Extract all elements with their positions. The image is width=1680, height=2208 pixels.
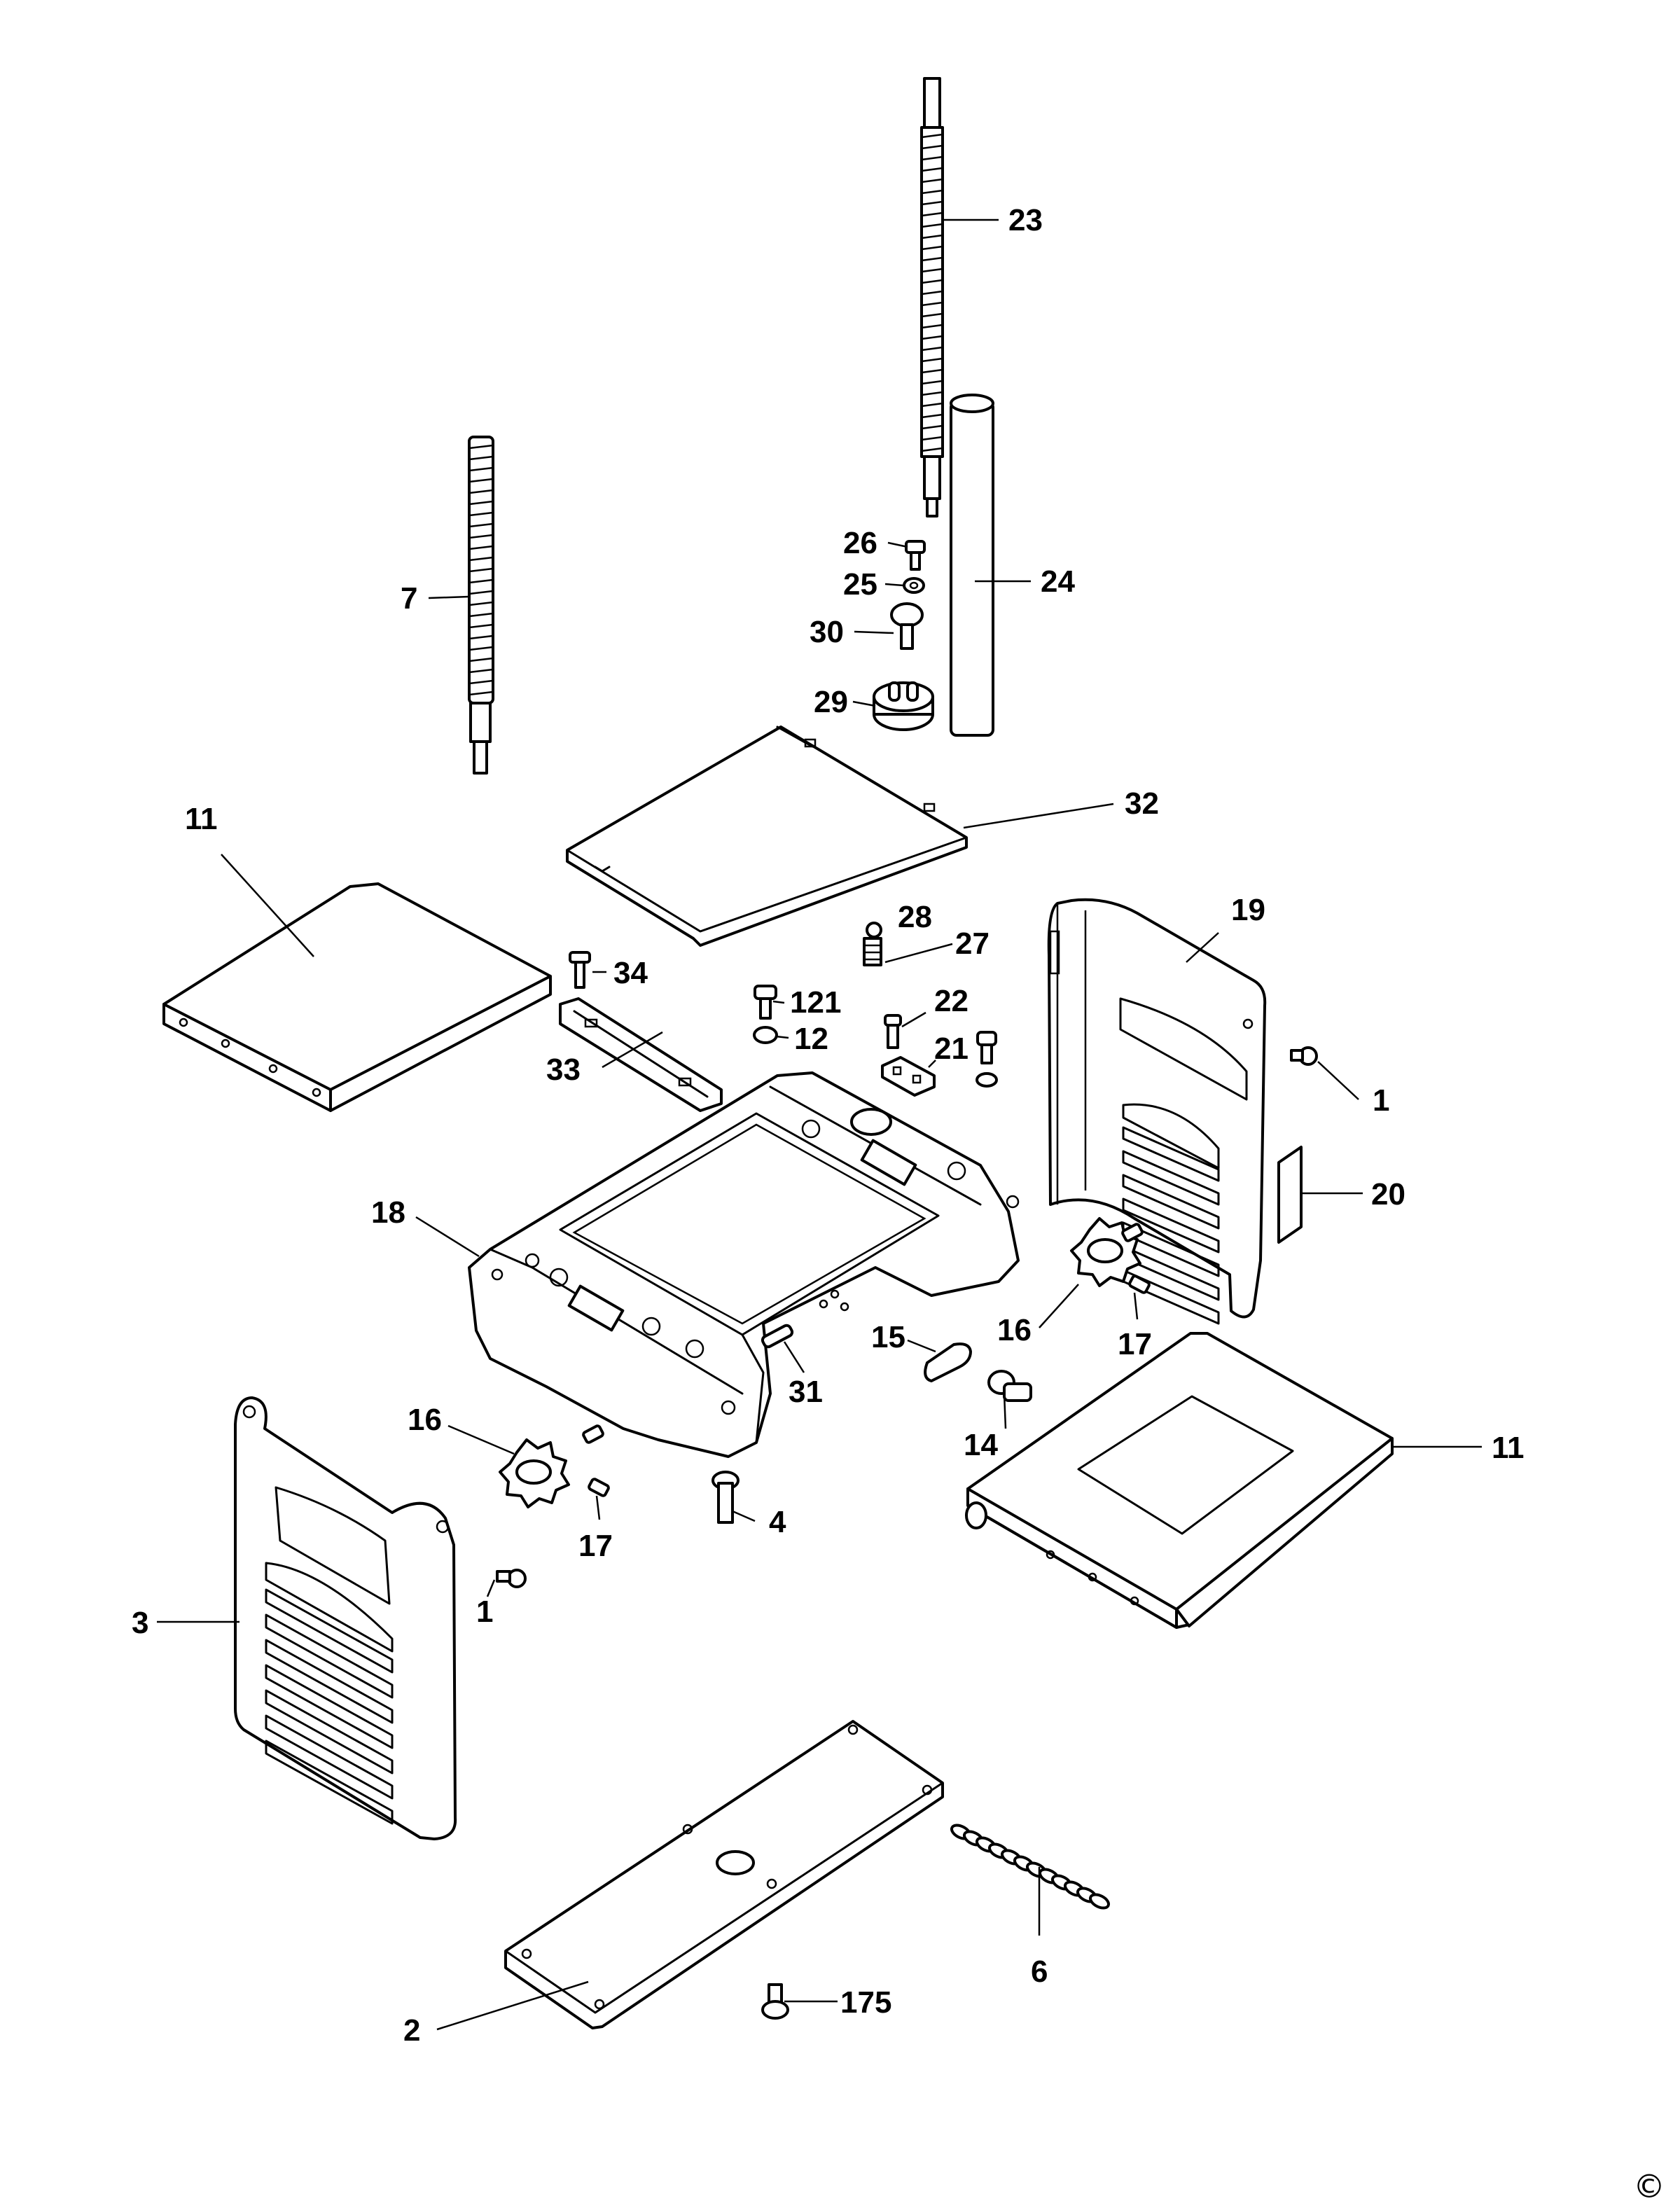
leader-lines xyxy=(157,218,1482,2031)
gear-nut-part-29 xyxy=(873,681,934,731)
chain-part-6 xyxy=(950,1824,1110,1910)
callout-28: 28 xyxy=(898,900,932,934)
set-screw-part-17-left-a xyxy=(582,1424,604,1444)
callout-11-left: 11 xyxy=(185,802,218,836)
copyright-symbol: © xyxy=(1633,2167,1665,2205)
callout-labels: 23 24 26 25 30 29 7 32 11 34 33 28 27 12… xyxy=(132,203,1525,2048)
side-cover-part-3 xyxy=(234,1396,457,1840)
callout-4: 4 xyxy=(769,1505,786,1539)
callout-3: 3 xyxy=(132,1606,148,1640)
callout-27: 27 xyxy=(955,926,990,961)
callout-22: 22 xyxy=(934,984,969,1018)
screw-part-34 xyxy=(569,951,591,989)
callout-12: 12 xyxy=(794,1022,828,1056)
callout-17-left: 17 xyxy=(578,1529,613,1563)
callout-19: 19 xyxy=(1231,893,1265,927)
top-plate-part-32 xyxy=(566,725,968,947)
screw-part-22 xyxy=(884,1014,902,1049)
bottom-plate-part-2 xyxy=(504,1720,944,2029)
callout-18: 18 xyxy=(371,1195,405,1230)
callout-17-right: 17 xyxy=(1118,1327,1152,1361)
side-cover-part-19 xyxy=(1047,898,1267,1325)
knob-screw-part-1-right xyxy=(1290,1046,1318,1066)
column-tube-part-24 xyxy=(950,394,994,737)
key-part-15 xyxy=(924,1342,972,1382)
callout-175: 175 xyxy=(840,1985,891,2020)
callout-7: 7 xyxy=(401,581,417,616)
nut-part-12 xyxy=(753,1026,778,1044)
callout-20: 20 xyxy=(1371,1177,1405,1211)
callout-6: 6 xyxy=(1031,1954,1048,1989)
callout-14: 14 xyxy=(964,1428,998,1462)
callout-16-left: 16 xyxy=(408,1403,442,1437)
callout-32: 32 xyxy=(1125,786,1159,821)
bracket-part-33 xyxy=(559,997,723,1112)
sprocket-part-16-left xyxy=(499,1438,570,1508)
callout-121: 121 xyxy=(790,985,841,1020)
side-panel-part-11-right xyxy=(965,1332,1394,1629)
bolt-part-4 xyxy=(711,1471,740,1524)
callout-1-left: 1 xyxy=(476,1595,493,1629)
bolt-part-31 xyxy=(761,1324,794,1349)
callout-11-right: 11 xyxy=(1492,1431,1525,1465)
lead-screw-part-7 xyxy=(468,436,494,775)
callout-34: 34 xyxy=(613,956,648,990)
washer-part-25 xyxy=(903,577,925,594)
callout-16-right: 16 xyxy=(997,1313,1032,1347)
screw-part-26 xyxy=(905,540,926,571)
lead-screw-part-23 xyxy=(920,77,944,518)
callout-31: 31 xyxy=(789,1375,823,1409)
set-screw-part-17-right-a xyxy=(1121,1223,1144,1242)
spring-part-27 xyxy=(863,937,882,966)
screw-part-175 xyxy=(761,1983,789,2020)
callout-33: 33 xyxy=(546,1053,581,1087)
set-screw-part-17-right-b xyxy=(1128,1275,1151,1294)
screw-and-nut-unlabeled xyxy=(976,1031,998,1088)
callout-25: 25 xyxy=(843,567,877,602)
callout-24: 24 xyxy=(1041,564,1075,599)
label-strip-part-20 xyxy=(1277,1146,1303,1244)
set-screw-part-17-left-b xyxy=(588,1478,610,1497)
bolt-part-14 xyxy=(987,1370,1032,1402)
ball-part-28 xyxy=(866,922,882,938)
callout-23: 23 xyxy=(1008,203,1043,237)
callout-21: 21 xyxy=(934,1032,969,1066)
side-panel-part-11-left xyxy=(162,882,552,1112)
clip-part-21 xyxy=(881,1056,936,1097)
knob-screw-part-1-left xyxy=(496,1569,527,1588)
callout-1-right: 1 xyxy=(1373,1083,1389,1118)
callout-30: 30 xyxy=(810,615,844,649)
callout-26: 26 xyxy=(843,526,877,560)
screw-part-121 xyxy=(754,985,777,1020)
callout-15: 15 xyxy=(871,1320,905,1354)
knob-part-30 xyxy=(890,602,924,650)
base-casting-part-18 xyxy=(468,1071,1020,1458)
callout-29: 29 xyxy=(814,685,848,719)
callout-2: 2 xyxy=(403,2013,420,2048)
